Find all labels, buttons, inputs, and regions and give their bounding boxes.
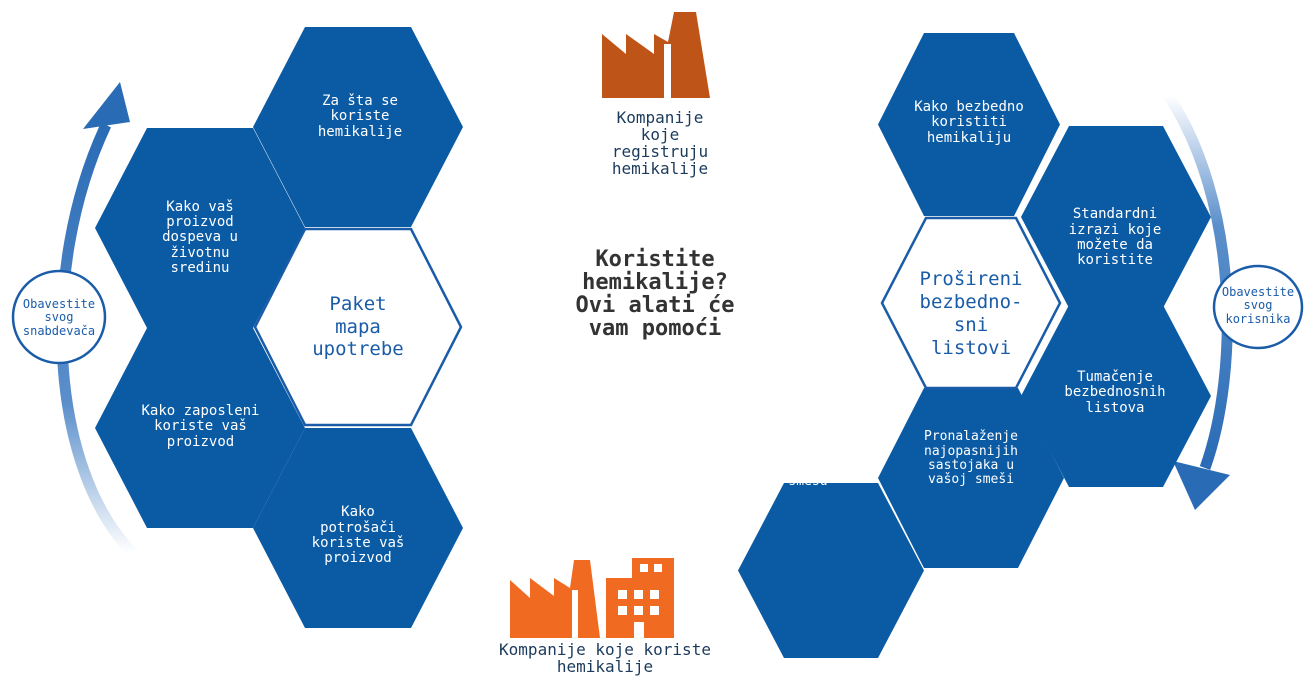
hex-product-environment [95,128,305,328]
hex-what-chemicals-used [253,27,463,227]
factory-icon [602,12,710,98]
hex-standard-phrases [1021,126,1211,308]
extended-sds-label[interactable]: Prošireni bezbedno- sni listovi [919,268,1023,359]
notify-supplier-label[interactable]: Obavestite svog snabdevača [22,297,96,338]
hex-extended-sds[interactable] [880,216,1062,390]
hex-label-safe-use: Kako bezbedno koristiti hemikaliju [914,98,1024,146]
hex-label-mixture: smešu [788,473,828,489]
hex-label-what-chemicals-used: Za šta se koriste hemikalije [317,92,403,140]
center-question: Koristite hemikalije? Ovi alati će vam p… [575,246,735,342]
use-map-package-label[interactable]: Paket mapa upotrebe [312,292,404,361]
hex-employees-use [95,328,305,528]
using-companies-label: Kompanije koje koriste hemikalije [499,639,711,676]
hex-mixture [738,483,924,658]
hex-use-map-package[interactable] [253,227,463,427]
notify-user-label[interactable]: Obavestite svog korisnika [1221,285,1295,326]
hex-safe-use [878,33,1060,216]
hex-label-product-environment: Kako vaš proizvod dospeva u životnu sred… [162,198,238,277]
factory-building-icon [510,558,674,638]
hex-consumers-use [253,428,463,628]
registering-companies-label: Kompanije koje registruju hemikalije [611,108,709,178]
hex-label-hazardous-ingredients: Pronalaženje najopasnijih sastojaka u va… [924,429,1018,488]
notify-supplier-circle[interactable] [10,268,108,366]
hex-label-interpreting-sds: Tumačenje bezbednosnih listova [1064,368,1166,416]
hex-label-standard-phrases: Standardni izrazi koje možete da koristi… [1068,206,1162,269]
hex-label-consumers-use: Kako potrošači koriste vaš proizvod [311,504,405,567]
hex-label-employees-use: Kako zaposleni koriste vaš proizvod [141,402,260,450]
hex-hazardous-ingredients [878,388,1064,568]
notify-user-circle[interactable] [1210,263,1307,353]
hex-interpreting-sds [1021,305,1211,487]
